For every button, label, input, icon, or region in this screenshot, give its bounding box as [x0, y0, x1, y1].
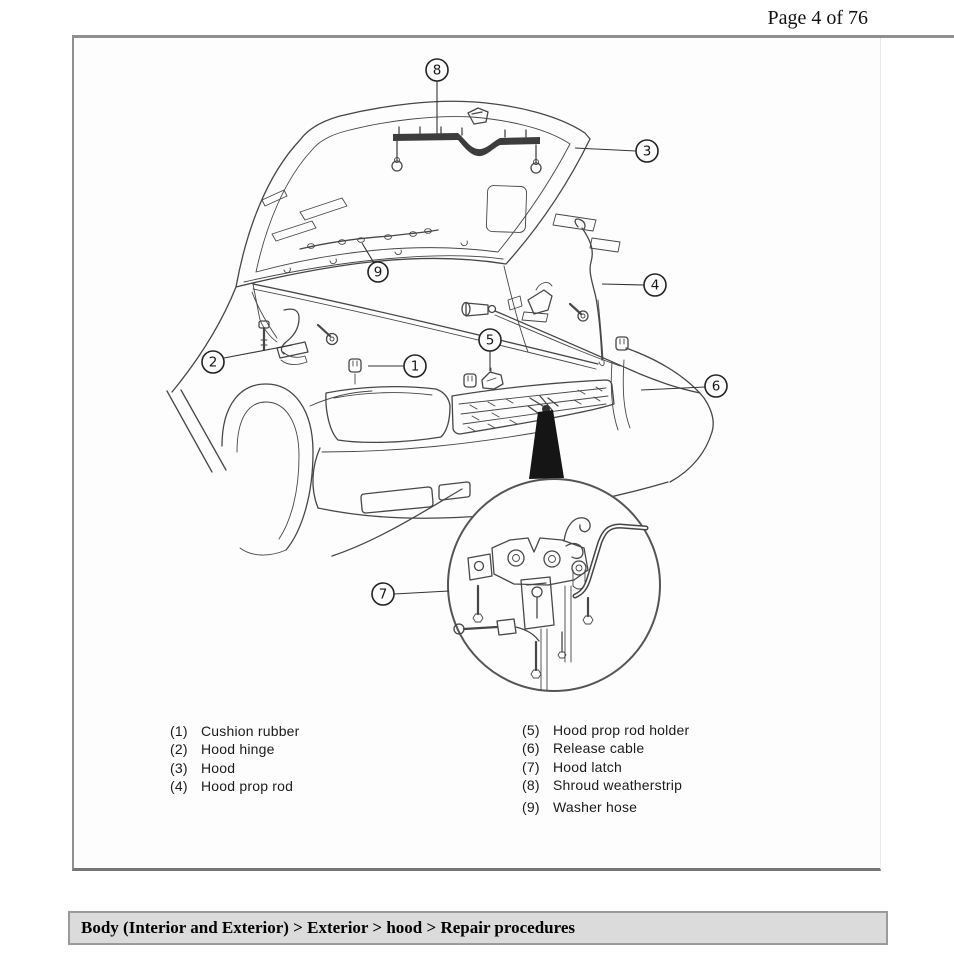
svg-text:3: 3 — [643, 144, 652, 160]
hood-exploded-diagram: 1 2 3 4 5 6 7 8 9 — [166, 58, 728, 692]
latch-magnifier — [447, 410, 661, 692]
callout-2: 2 — [201, 350, 225, 374]
pointer-wedge — [529, 410, 564, 479]
hood-hinge-drawing — [251, 291, 339, 365]
legend-item-6: (6)Release cable — [522, 740, 645, 757]
legend-item-8: (8)Shroud weatherstrip — [522, 776, 683, 793]
latch-bolts — [472, 584, 594, 679]
hood-latch-drawing — [453, 517, 649, 691]
svg-text:8: 8 — [433, 63, 442, 79]
shroud-weatherstrip-drawing — [391, 126, 542, 174]
svg-text:1: 1 — [411, 359, 420, 375]
legend-left-column: (1)Cushion rubber (2)Hood hinge (3)Hood … — [170, 722, 300, 795]
svg-text:2: 2 — [209, 355, 218, 371]
svg-text:9: 9 — [374, 265, 383, 281]
cushion-rubber-icons — [348, 336, 629, 388]
legend-item-2: (2)Hood hinge — [170, 741, 275, 758]
callout-8: 8 — [425, 58, 449, 82]
header-rule — [72, 35, 954, 38]
svg-text:7: 7 — [379, 587, 388, 603]
legend-item-4: (4)Hood prop rod — [170, 777, 294, 794]
right-hinge-drawing — [507, 282, 589, 323]
svg-text:6: 6 — [712, 379, 721, 395]
grille-hatching — [467, 386, 603, 432]
grille — [451, 379, 615, 435]
washer-hose-drawing — [299, 228, 439, 250]
legend-item-5: (5)Hood prop rod holder — [522, 722, 690, 738]
prop-rod-drawing — [574, 218, 605, 367]
car-body-group — [166, 237, 714, 557]
hood-inner-cutouts — [261, 185, 597, 242]
callout-9: 9 — [367, 261, 389, 283]
svg-text:5: 5 — [486, 333, 495, 349]
callout-5: 5 — [478, 328, 502, 352]
callout-1: 1 — [403, 354, 427, 378]
svg-text:4: 4 — [651, 278, 660, 294]
callout-7: 7 — [371, 582, 395, 606]
breadcrumb: Body (Interior and Exterior) > Exterior … — [68, 911, 888, 945]
legend-item-3: (3)Hood — [170, 759, 236, 776]
legend-item-1: (1)Cushion rubber — [170, 723, 300, 739]
latch-cable-end — [453, 618, 540, 642]
release-cable-drawing — [461, 301, 701, 394]
callout-4: 4 — [643, 273, 667, 297]
callout-6: 6 — [704, 374, 728, 398]
hood-group — [235, 100, 597, 288]
legend-right-column: (5)Hood prop rod holder (6)Release cable… — [522, 721, 689, 816]
breadcrumb-text: Body (Interior and Exterior) > Exterior … — [81, 918, 576, 937]
callout-3: 3 — [635, 139, 659, 163]
hood-clip-icon — [467, 107, 489, 125]
diagram-panel: 1 2 3 4 5 6 7 8 9 — [72, 38, 881, 871]
legend-item-7: (7)Hood latch — [522, 758, 622, 775]
legend-item-9: (9)Washer hose — [522, 799, 638, 816]
prop-rod-holder-icon — [481, 367, 504, 390]
page-number: Page 4 of 76 — [767, 7, 868, 29]
